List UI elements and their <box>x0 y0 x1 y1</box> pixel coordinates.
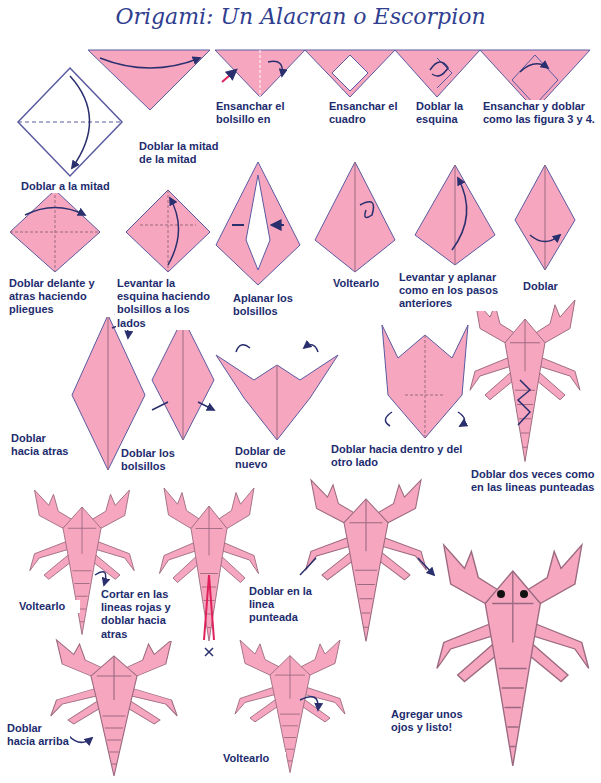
step-caption: Doblar en la linea punteada <box>248 585 326 625</box>
step-caption: Agregar unos ojos y listo! <box>390 708 484 734</box>
step-caption: Levantar la esquina haciendo bolsillos a… <box>116 277 218 330</box>
step-caption: Doblar los bolsillos <box>120 447 214 473</box>
step-caption: Doblar hacia atras <box>10 432 72 458</box>
step-caption: Doblar hacia arriba <box>6 722 70 748</box>
sheet-title: Origami: Un Alacran o Escorpion <box>0 4 601 29</box>
step-caption: Doblar la mitad de la mitad <box>138 140 235 166</box>
step-caption: Doblar delante y atras haciendo pliegues <box>8 277 114 317</box>
step-caption: Aplanar los bolsillos <box>232 292 312 318</box>
step-caption: Doblar dos veces como en las lineas punt… <box>470 468 597 494</box>
step-caption: Cortar en las lineas rojas y doblar haci… <box>100 588 184 641</box>
step-caption: Doblar de nuevo <box>234 445 318 471</box>
step-caption: Voltearlo <box>332 277 396 290</box>
step-caption: Levantar y aplanar como en los pasos ant… <box>398 271 508 311</box>
step-caption: Ensanchar el cuadro <box>328 100 402 126</box>
step-caption: Doblar la esquina <box>415 100 477 126</box>
step-caption: Doblar hacia dentro y del otro lado <box>330 443 472 469</box>
step-caption: Doblar <box>522 280 584 293</box>
step-caption: Voltearlo <box>222 752 286 765</box>
step-caption: Voltearlo <box>18 600 80 613</box>
step-caption: Ensanchar y doblar como las figura 3 y 4… <box>482 100 596 126</box>
step-caption: Doblar a la mitad <box>20 180 132 193</box>
step-caption: Ensanchar el bolsillo en <box>215 100 295 126</box>
